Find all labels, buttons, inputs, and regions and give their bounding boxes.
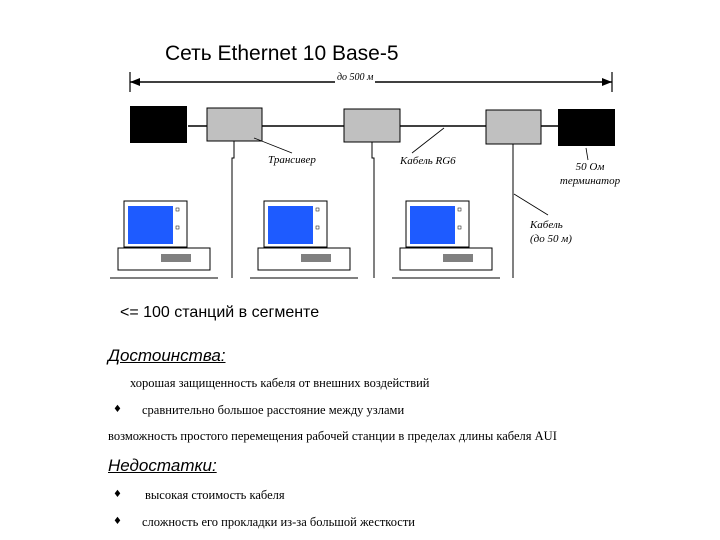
callout-cable — [411, 127, 445, 154]
diamond-bullet-icon: ♦ — [113, 404, 122, 415]
disadvantages-heading: Недостатки: — [108, 456, 217, 475]
terminator-left — [130, 106, 187, 143]
aui-cable-2 — [371, 142, 375, 278]
dimension-arrow-left — [130, 78, 140, 86]
aui-label-line1: Кабель — [530, 219, 563, 231]
transceiver-1 — [206, 107, 263, 142]
computer-3 — [392, 200, 500, 279]
terminator-right — [558, 109, 615, 146]
callout-aui — [513, 193, 549, 216]
aui-label-line2: (до 50 м) — [530, 233, 572, 245]
transceiver-3 — [485, 109, 542, 145]
callout-transceiver — [253, 137, 293, 154]
terminator-label-line1: 50 Ом — [575, 161, 605, 173]
diamond-bullet-icon: ♦ — [113, 489, 122, 500]
page-title: Сеть Ethernet 10 Base-5 — [165, 42, 399, 65]
advantage-item-1: хорошая защищенность кабеля от внешних в… — [130, 376, 430, 390]
computer-2 — [250, 200, 358, 279]
disadvantage-item-2: сложность его прокладки из-за большой же… — [142, 515, 415, 529]
dimension-arrow-right — [602, 78, 612, 86]
aui-cable-label: Кабель (до 50 м) — [530, 218, 572, 246]
advantages-heading: Достоинства: — [108, 346, 226, 365]
stations-limit-text: <= 100 станций в сегменте — [120, 304, 320, 321]
advantage-item-2: сравнительно большое расстояние между уз… — [142, 403, 405, 417]
terminator-label-line2: терминатор — [559, 175, 621, 187]
aui-cable-1 — [231, 141, 235, 278]
transceiver-2 — [343, 108, 401, 143]
advantage-item-3: возможность простого перемещения рабочей… — [108, 429, 557, 443]
callout-terminator — [585, 147, 589, 161]
diamond-bullet-icon: ♦ — [113, 516, 122, 527]
terminator-label: 50 Ом терминатор — [550, 160, 630, 188]
computer-1 — [110, 200, 218, 279]
cable-label: Кабель RG6 — [400, 155, 456, 167]
disadvantage-item-1: высокая стоимость кабеля — [145, 488, 285, 502]
transceiver-label: Трансивер — [268, 154, 316, 166]
length-label: до 500 м — [335, 71, 376, 85]
